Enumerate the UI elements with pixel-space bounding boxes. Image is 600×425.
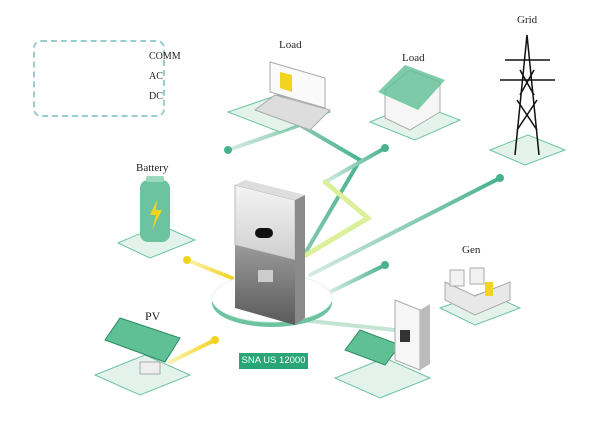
label-gen: Gen bbox=[462, 244, 481, 256]
generator-icon bbox=[444, 267, 511, 316]
label-load-laptop: Load bbox=[279, 39, 302, 51]
grid-tower-icon bbox=[500, 34, 555, 156]
house-load-icon bbox=[378, 65, 445, 131]
legend-box: COMM AC DC bbox=[33, 40, 181, 117]
second-inverter-icon bbox=[394, 299, 430, 371]
label-battery: Battery bbox=[136, 162, 169, 174]
legend-lines bbox=[45, 56, 114, 99]
label-pv: PV bbox=[145, 309, 161, 323]
ac-connections bbox=[224, 122, 504, 332]
legend-comm: COMM bbox=[149, 51, 181, 62]
legend-dc: DC bbox=[149, 91, 163, 102]
label-load-house: Load bbox=[402, 52, 425, 64]
label-grid: Grid bbox=[517, 14, 538, 26]
dc-connections bbox=[168, 256, 234, 364]
battery-icon bbox=[140, 176, 170, 242]
laptop-load-icon bbox=[253, 61, 331, 131]
legend-ac: AC bbox=[149, 71, 163, 82]
inverter-model-badge: SNA US 12000 bbox=[239, 353, 308, 369]
pv-panel-icon bbox=[104, 317, 401, 375]
inverter bbox=[234, 180, 305, 325]
